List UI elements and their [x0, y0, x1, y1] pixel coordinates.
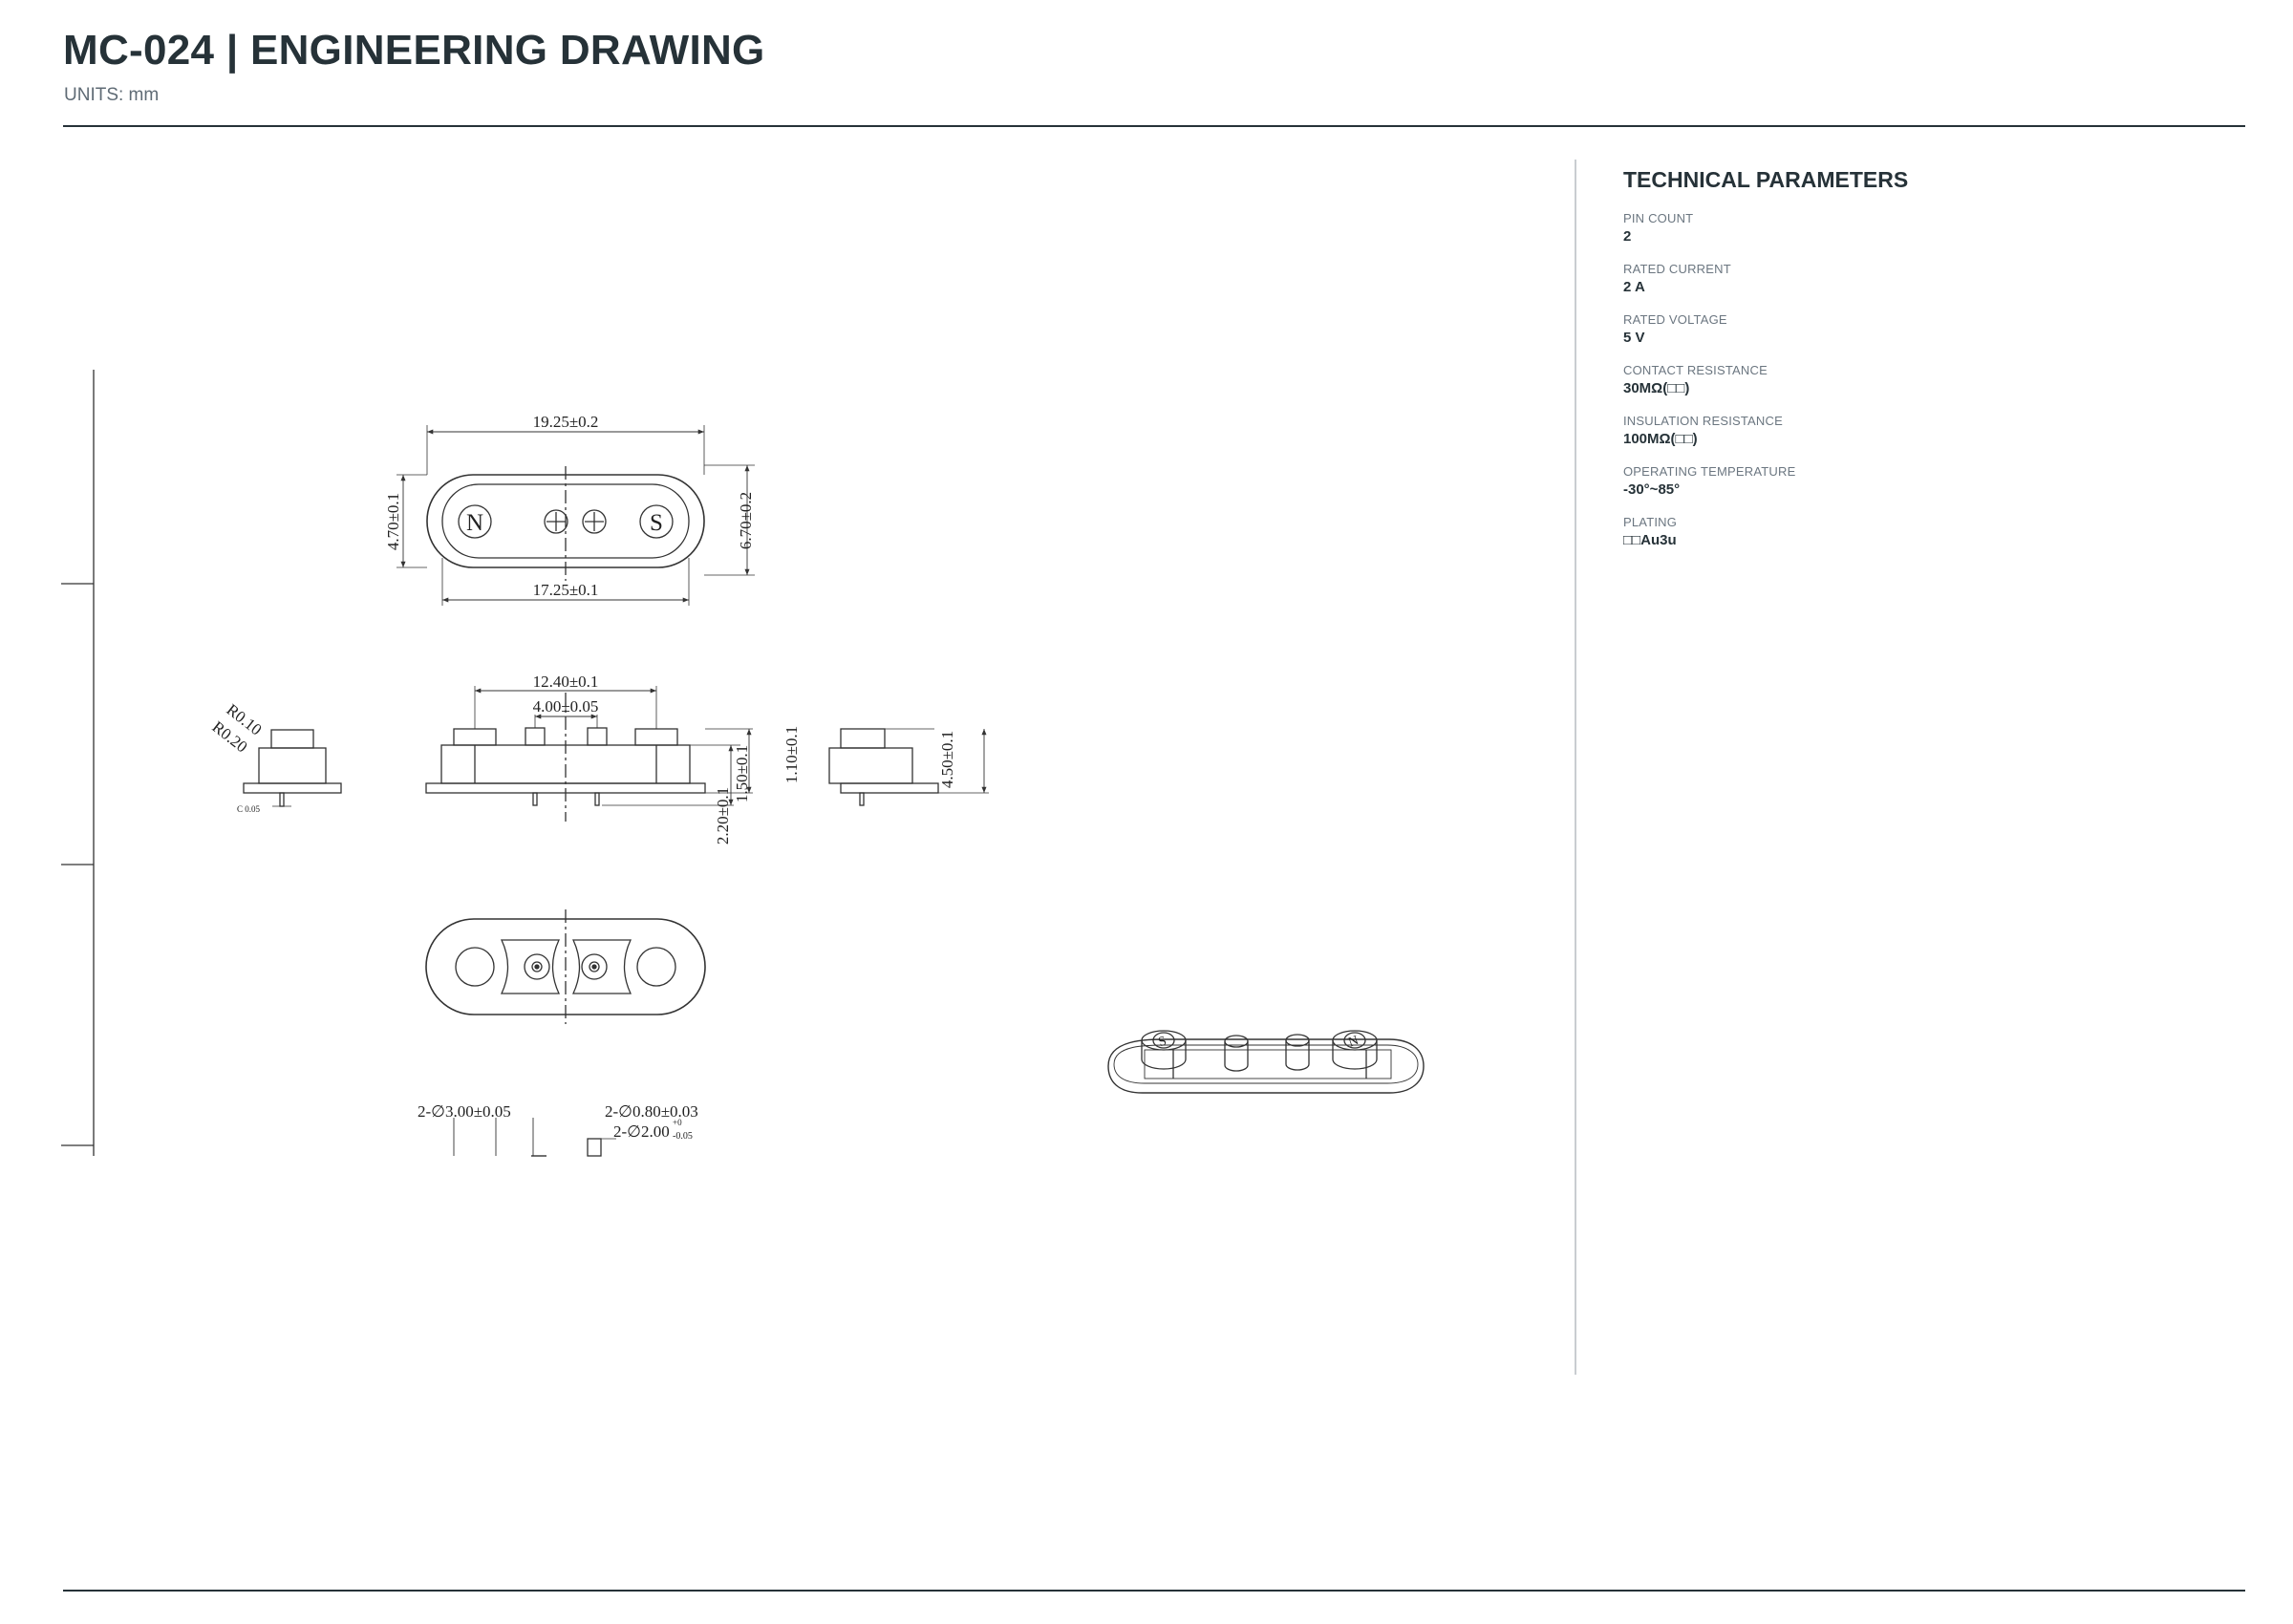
param-pin-count: PIN COUNT 2	[1623, 210, 2216, 246]
param-value: 100MΩ(□□)	[1623, 431, 1698, 447]
param-value: 2 A	[1623, 279, 1645, 295]
dim-chamfer: C 0.05	[237, 804, 261, 814]
north-pole-marker	[458, 504, 492, 539]
top-view	[396, 425, 755, 606]
front-view	[425, 686, 753, 822]
dim-body-thickness: 1.50±0.1	[733, 745, 751, 802]
section-view	[453, 1118, 616, 1157]
dim-pin-span: 12.40±0.1	[533, 673, 599, 691]
param-label: INSULATION RESISTANCE	[1623, 414, 1783, 428]
dim-tol-upper: +0	[673, 1118, 682, 1127]
param-label: OPERATING TEMPERATURE	[1623, 464, 1796, 479]
param-value: -30°~85°	[1623, 481, 1681, 498]
parameters-heading: TECHNICAL PARAMETERS	[1623, 167, 1909, 192]
dim-overall-length: 19.25±0.2	[533, 413, 599, 431]
param-value: 30MΩ(□□)	[1623, 380, 1690, 396]
page-title: MC-024 | ENGINEERING DRAWING	[63, 27, 765, 74]
contact-pin-left	[544, 509, 568, 534]
bottom-view	[425, 909, 706, 1024]
param-value: 2	[1623, 228, 1632, 245]
dim-tol-lower: -0.05	[673, 1131, 693, 1142]
param-insulation-resistance: INSULATION RESISTANCE 100MΩ(□□)	[1623, 413, 2216, 448]
dim-hole-large: 2-∅3.00±0.05	[418, 1102, 511, 1121]
contact-pin-right	[582, 509, 607, 534]
param-value: 5 V	[1623, 330, 1645, 346]
south-pole-marker	[639, 504, 674, 539]
isometric-view	[1107, 1030, 1425, 1094]
param-label: RATED VOLTAGE	[1623, 312, 1727, 327]
dim-flange-width: 6.70±0.2	[737, 492, 755, 549]
param-operating-temperature: OPERATING TEMPERATURE -30°~85°	[1623, 463, 2216, 499]
drawing-frame	[61, 370, 95, 1156]
south-pole-label: S	[650, 510, 663, 536]
units-note: UNITS: mm	[64, 85, 160, 105]
technical-parameters-panel: TECHNICAL PARAMETERS PIN COUNT 2 RATED C…	[1623, 167, 2216, 565]
iso-north-label: N	[1346, 1034, 1361, 1051]
right-side-view	[828, 728, 989, 806]
param-rated-current: RATED CURRENT 2 A	[1623, 261, 2216, 296]
dim-total-height: 4.50±0.1	[938, 731, 956, 788]
dim-hole-pin: 2-∅0.80±0.03	[605, 1102, 698, 1121]
left-side-view	[243, 729, 342, 807]
dim-center-pitch: 4.00±0.05	[533, 697, 599, 716]
panel-divider	[1575, 160, 1576, 1375]
dim-body-height: 4.70±0.1	[384, 493, 402, 550]
param-label: PIN COUNT	[1623, 211, 1694, 225]
param-value: □□Au3u	[1623, 532, 1677, 548]
dim-tail-length: 2.20±0.1	[714, 787, 732, 844]
header-divider	[63, 125, 2245, 127]
param-plating: PLATING □□Au3u	[1623, 514, 2216, 549]
param-contact-resistance: CONTACT RESISTANCE 30MΩ(□□)	[1623, 362, 2216, 397]
north-pole-label: N	[466, 510, 483, 536]
param-label: PLATING	[1623, 515, 1678, 529]
param-label: RATED CURRENT	[1623, 262, 1731, 276]
param-rated-voltage: RATED VOLTAGE 5 V	[1623, 311, 2216, 347]
footer-divider	[63, 1590, 2245, 1592]
dim-cap-height: 1.10±0.1	[782, 726, 801, 783]
dim-inner-length: 17.25±0.1	[533, 581, 599, 599]
dim-hole-small: 2-∅2.00	[613, 1122, 670, 1141]
engineering-drawing: 19.25±0.2 17.25±0.1 4.70±0.1 6.70±0.2 12…	[57, 353, 1452, 1175]
param-label: CONTACT RESISTANCE	[1623, 363, 1768, 377]
